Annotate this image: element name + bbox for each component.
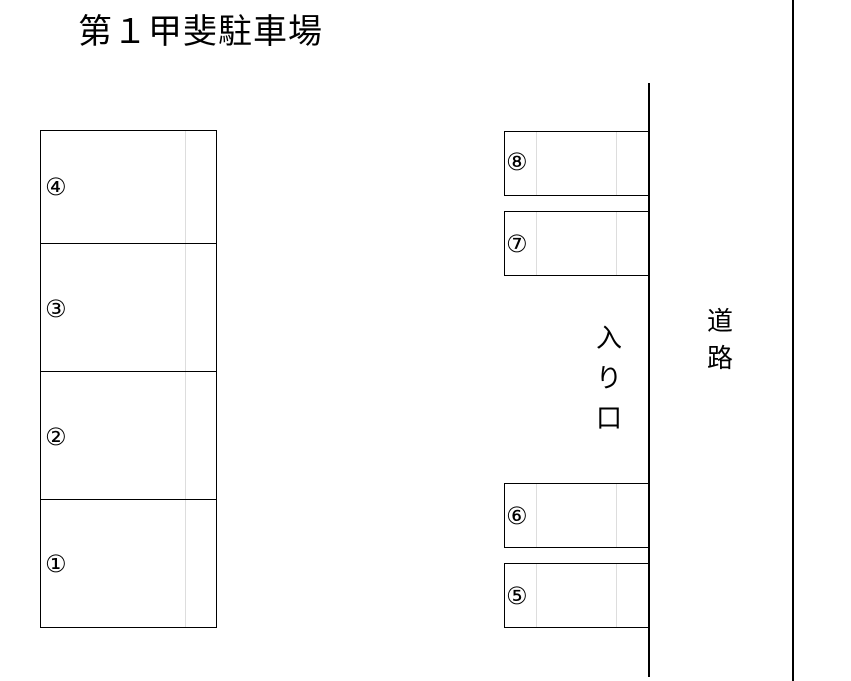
space-number: ⑤ bbox=[506, 582, 528, 610]
entrance-char: 口 bbox=[595, 404, 622, 434]
parking-space-1: ① bbox=[40, 499, 217, 628]
space-number: ⑦ bbox=[506, 230, 528, 258]
parking-space-5: ⑤ bbox=[504, 563, 650, 628]
parking-space-2: ② bbox=[40, 371, 217, 500]
road-char: 路 bbox=[706, 344, 733, 374]
lot-boundary-line bbox=[648, 83, 650, 677]
space-number: ④ bbox=[45, 173, 67, 201]
parking-space-7: ⑦ bbox=[504, 211, 650, 276]
road-edge-line bbox=[792, 0, 794, 681]
space-number: ⑥ bbox=[506, 502, 528, 530]
parking-space-3: ③ bbox=[40, 243, 217, 372]
parking-space-4: ④ bbox=[40, 130, 217, 244]
space-number: ⑧ bbox=[506, 148, 528, 176]
parking-space-8: ⑧ bbox=[504, 131, 650, 196]
page-title: 第１甲斐駐車場 bbox=[78, 12, 323, 52]
entrance-char: り bbox=[595, 364, 622, 394]
road-char: 道 bbox=[706, 307, 733, 337]
space-number: ② bbox=[45, 423, 67, 451]
parking-space-6: ⑥ bbox=[504, 483, 650, 548]
space-number: ① bbox=[45, 550, 67, 578]
space-number: ③ bbox=[45, 295, 67, 323]
entrance-char: 入 bbox=[595, 324, 622, 354]
